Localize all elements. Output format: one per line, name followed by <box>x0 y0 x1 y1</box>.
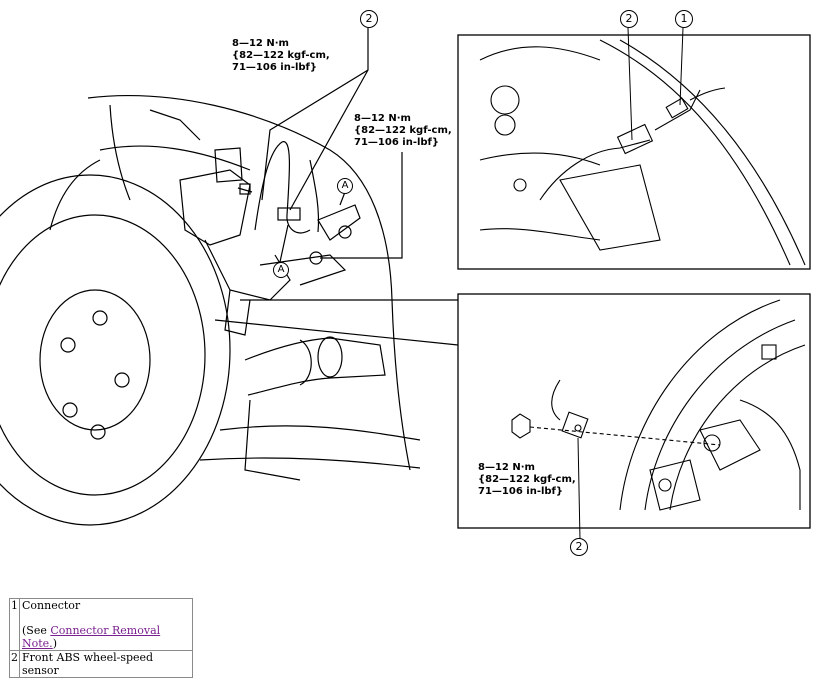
torque-line-nm: 8—12 N·m <box>354 113 411 124</box>
parts-table: 1 Connector (See Connector Removal Note.… <box>9 598 193 678</box>
torque-line-inlbf: 71—106 in-lbf} <box>354 137 440 148</box>
torque-line-inlbf: 71—106 in-lbf} <box>478 486 564 497</box>
callout-2-inset-top: 2 <box>620 10 638 28</box>
torque-spec-inset: 8—12 N·m {82—122 kgf-cm, 71—106 in-lbf} <box>478 462 576 498</box>
torque-line-inlbf: 71—106 in-lbf} <box>232 62 318 73</box>
torque-line-kgf: {82—122 kgf-cm, <box>354 125 452 136</box>
exploded-diagram <box>0 27 811 541</box>
part-name: Connector <box>22 599 81 612</box>
main-assembly-drawing <box>0 28 459 526</box>
callout-2-main: 2 <box>360 10 378 28</box>
callout-1-inset-top: 1 <box>675 10 693 28</box>
part-note: (See Connector Removal Note.) <box>22 624 190 650</box>
marker-a-upper: A <box>337 178 353 194</box>
inset-bottom-detail <box>457 293 811 541</box>
table-row: 1 Connector (See Connector Removal Note.… <box>9 598 193 651</box>
torque-spec-middle: 8—12 N·m {82—122 kgf-cm, 71—106 in-lbf} <box>354 113 452 149</box>
callout-2-inset-bottom: 2 <box>570 538 588 556</box>
inset-top-detail <box>457 27 811 270</box>
part-note-suffix: ) <box>52 637 57 650</box>
marker-a-lower: A <box>273 262 289 278</box>
part-number: 1 <box>9 598 20 651</box>
part-description: Connector (See Connector Removal Note.) <box>19 598 193 651</box>
table-row: 2 Front ABS wheel-speed sensor <box>9 650 193 678</box>
part-number: 2 <box>9 650 20 678</box>
torque-line-kgf: {82—122 kgf-cm, <box>478 474 576 485</box>
torque-line-nm: 8—12 N·m <box>232 38 289 49</box>
torque-line-nm: 8—12 N·m <box>478 462 535 473</box>
part-description: Front ABS wheel-speed sensor <box>19 650 193 678</box>
connector-removal-note-link[interactable]: Connector Removal Note. <box>22 624 161 650</box>
part-note-prefix: (See <box>22 624 51 637</box>
torque-spec-upper-left: 8—12 N·m {82—122 kgf-cm, 71—106 in-lbf} <box>232 38 330 74</box>
torque-line-kgf: {82—122 kgf-cm, <box>232 50 330 61</box>
